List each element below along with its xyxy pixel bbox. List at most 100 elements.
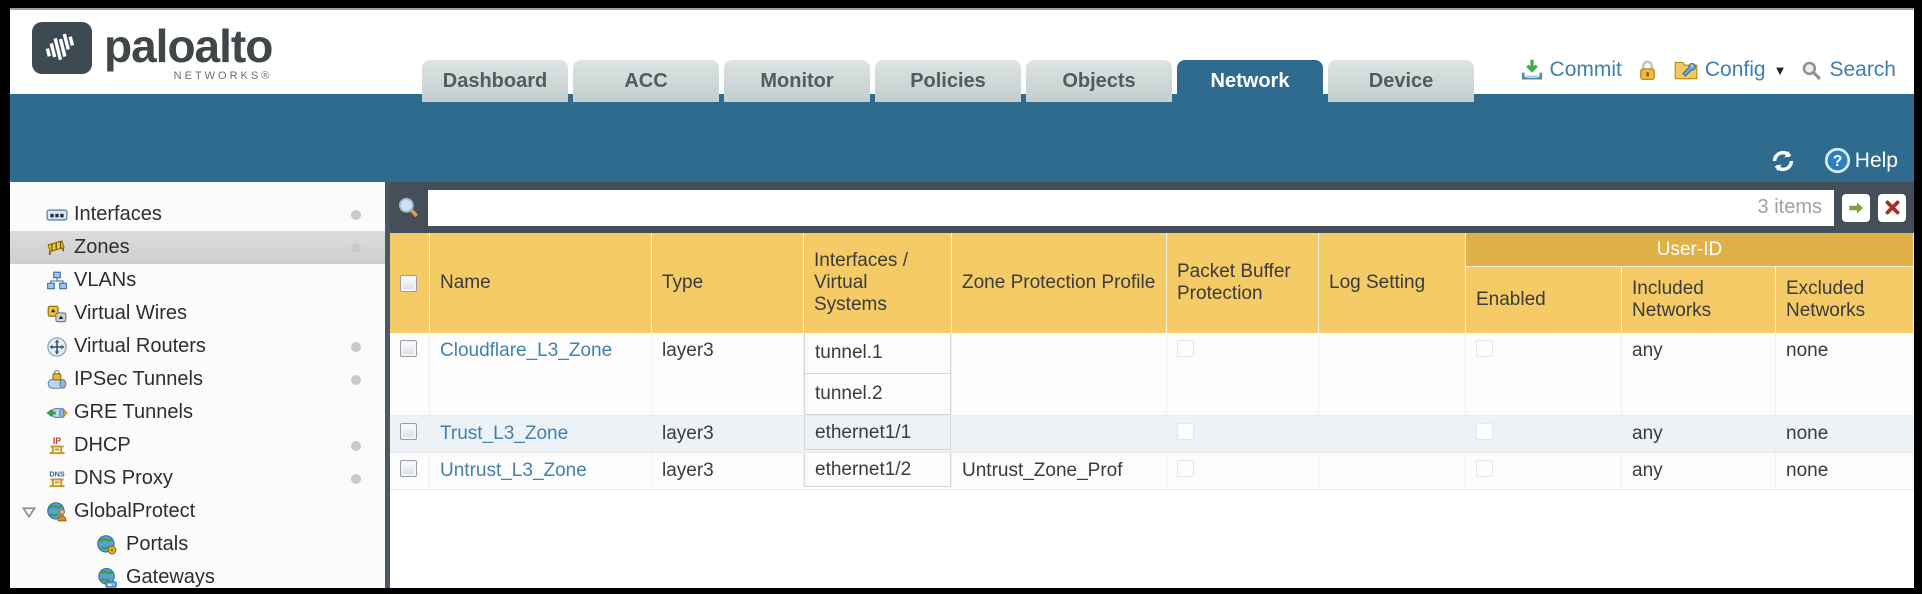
filter-search-icon	[396, 196, 420, 220]
select-all-checkbox[interactable]	[400, 274, 417, 292]
sidebar-item-virtual-routers[interactable]: Virtual Routers	[10, 330, 385, 363]
sidebar-item-label: Virtual Routers	[74, 335, 206, 357]
column-header-zone-protection-profile[interactable]: Zone Protection Profile	[952, 233, 1167, 333]
ipsec-tunnels-icon	[46, 369, 68, 391]
lock-button[interactable]	[1636, 59, 1659, 82]
status-dot	[351, 440, 361, 451]
virtual-wires-icon	[46, 303, 68, 325]
sidebar-item-label: Portals	[126, 533, 189, 555]
sidebar-item-portals[interactable]: Portals	[10, 528, 385, 561]
cell-user-id-enabled	[1466, 416, 1622, 452]
sidebar-divider[interactable]	[385, 182, 390, 588]
sidebar-item-vlans[interactable]: VLANs	[10, 264, 385, 297]
sidebar-item-virtual-wires[interactable]: Virtual Wires	[10, 297, 385, 330]
gateways-icon	[96, 567, 118, 589]
column-header-included-networks[interactable]: Included Networks	[1622, 267, 1776, 333]
sidebar-item-globalprotect[interactable]: GlobalProtect	[10, 495, 385, 528]
commit-button[interactable]: Commit	[1520, 58, 1622, 82]
search-icon	[1800, 59, 1823, 82]
packet-buffer-checkbox	[1177, 423, 1194, 440]
row-checkbox[interactable]	[400, 340, 417, 357]
row-checkbox[interactable]	[400, 460, 417, 477]
dhcp-icon: IP	[46, 435, 68, 457]
cell-included-networks: any	[1622, 333, 1776, 415]
column-header-type[interactable]: Type	[652, 233, 804, 333]
sidebar-item-ipsec-tunnels[interactable]: IPSec Tunnels	[10, 363, 385, 396]
portals-icon	[96, 534, 118, 556]
config-label: Config	[1704, 58, 1766, 81]
tab-acc[interactable]: ACC	[573, 60, 719, 102]
row-select-cell	[390, 333, 430, 415]
zone-link[interactable]: Cloudflare_L3_Zone	[440, 340, 613, 361]
tab-policies[interactable]: Policies	[875, 60, 1021, 102]
status-dot	[351, 473, 361, 484]
cell-packet-buffer-protection	[1167, 333, 1319, 415]
cell-interfaces: ethernet1/1	[804, 416, 952, 452]
filter-input[interactable]	[440, 196, 1758, 219]
brand-name: paloalto	[104, 20, 273, 72]
tab-objects[interactable]: Objects	[1026, 60, 1172, 102]
sidebar-item-label: Interfaces	[74, 203, 162, 225]
tab-device[interactable]: Device	[1328, 60, 1474, 102]
paloalto-logo-text: paloalto NETWORKS®	[104, 20, 273, 82]
cell-user-id-enabled	[1466, 453, 1622, 489]
tab-dashboard[interactable]: Dashboard	[422, 60, 568, 102]
column-header-excluded-networks[interactable]: Excluded Networks	[1776, 267, 1914, 333]
interface-entry: tunnel.2	[804, 374, 951, 415]
interface-entry: ethernet1/1	[804, 416, 951, 450]
cell-zone-protection-profile: Untrust_Zone_Prof	[952, 453, 1167, 489]
clear-filter-button[interactable]	[1878, 193, 1906, 222]
column-header-packet-buffer-protection[interactable]: Packet Buffer Protection	[1167, 233, 1319, 333]
refresh-button[interactable]	[1770, 148, 1796, 174]
apply-filter-button[interactable]	[1842, 193, 1870, 222]
cell-user-id-enabled	[1466, 333, 1622, 415]
sidebar-item-dhcp[interactable]: IP DHCP	[10, 429, 385, 462]
user-id-enabled-checkbox	[1476, 340, 1493, 357]
search-button[interactable]: Search	[1800, 58, 1896, 82]
sidebar-item-label: VLANs	[74, 269, 137, 291]
svg-text:?: ?	[1832, 153, 1842, 170]
user-id-enabled-checkbox	[1476, 423, 1493, 440]
sidebar-item-gateways[interactable]: Gateways	[10, 561, 385, 588]
tab-monitor[interactable]: Monitor	[724, 60, 870, 102]
column-header-log-setting[interactable]: Log Setting	[1319, 233, 1466, 333]
help-button[interactable]: ? Help	[1824, 147, 1898, 174]
config-button[interactable]: Config ▼	[1673, 58, 1786, 82]
sidebar-item-zones[interactable]: Zones	[10, 231, 385, 264]
column-header-enabled[interactable]: Enabled	[1466, 267, 1622, 333]
cell-log-setting	[1319, 333, 1466, 415]
cell-included-networks: any	[1622, 416, 1776, 452]
cell-interfaces: ethernet1/2	[804, 453, 952, 489]
column-header-name[interactable]: Name	[430, 233, 652, 333]
cell-excluded-networks: none	[1776, 453, 1914, 489]
item-count: 3 items	[1757, 196, 1822, 218]
cell-zone-protection-profile	[952, 333, 1167, 415]
cell-type: layer3	[652, 333, 804, 415]
sidebar-item-label: GRE Tunnels	[74, 401, 193, 423]
column-header-interfaces-virtual-systems[interactable]: Interfaces / Virtual Systems	[804, 233, 952, 333]
sidebar-item-gre-tunnels[interactable]: GRE Tunnels	[10, 396, 385, 429]
packet-buffer-checkbox	[1177, 340, 1194, 357]
globalprotect-icon	[46, 501, 68, 523]
sidebar-item-interfaces[interactable]: Interfaces	[10, 198, 385, 231]
cell-zone-protection-profile	[952, 416, 1167, 452]
cell-name: Cloudflare_L3_Zone	[430, 333, 652, 415]
sidebar-item-label: DHCP	[74, 434, 131, 456]
gre-tunnels-icon	[46, 402, 68, 424]
zone-link[interactable]: Trust_L3_Zone	[440, 423, 569, 444]
zones-icon	[46, 237, 68, 259]
row-checkbox[interactable]	[400, 423, 417, 440]
tab-network[interactable]: Network	[1177, 60, 1323, 102]
expander-icon[interactable]	[22, 505, 36, 519]
zone-link[interactable]: Untrust_L3_Zone	[440, 460, 587, 481]
cell-name: Untrust_L3_Zone	[430, 453, 652, 489]
